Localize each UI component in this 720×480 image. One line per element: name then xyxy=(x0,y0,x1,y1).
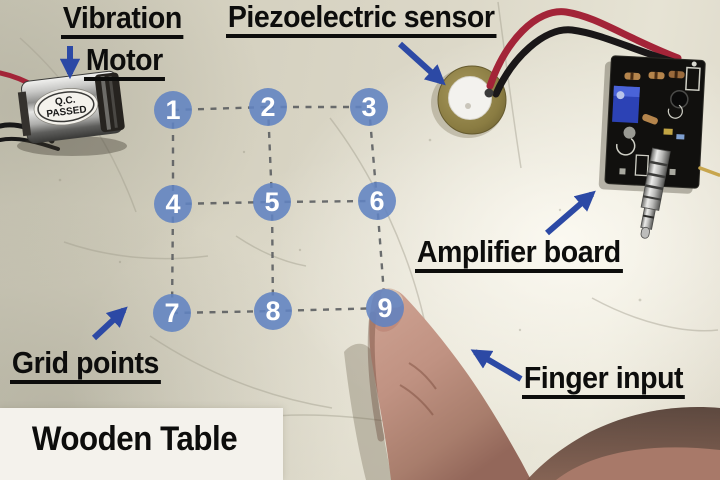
label-vibration: Vibration xyxy=(61,2,184,39)
qc-sticker-line2: PASSED xyxy=(46,104,87,120)
grid-point-9: 9 xyxy=(366,289,404,327)
qc-sticker xyxy=(33,88,99,126)
label-finger-input: Finger input xyxy=(522,362,685,399)
amplifier-board xyxy=(598,55,720,239)
vibration-motor: Q.C. PASSED xyxy=(17,70,127,156)
grid-point-6: 6 xyxy=(358,182,396,220)
wooden-table-box: Wooden Table xyxy=(0,408,283,480)
finger-arrow xyxy=(470,349,523,382)
board-pin xyxy=(698,166,720,177)
annotation-arrows xyxy=(59,41,596,382)
sensor-wires xyxy=(484,8,682,98)
label-grid-points: Grid points xyxy=(10,347,161,384)
grid-arrow xyxy=(91,306,128,341)
hand xyxy=(527,407,720,480)
label-amplifier-board: Amplifier board xyxy=(415,236,623,273)
label-piezoelectric-sensor: Piezoelectric sensor xyxy=(226,1,497,38)
label-motor: Motor xyxy=(84,44,165,81)
grid-point-4: 4 xyxy=(154,185,192,223)
amplifier-arrow xyxy=(545,190,596,236)
qc-sticker-line1: Q.C. xyxy=(54,95,76,108)
grid-point-7: 7 xyxy=(153,294,191,332)
wood-speckles xyxy=(58,138,642,424)
label-wooden-table: Wooden Table xyxy=(31,420,238,458)
grid-point-3: 3 xyxy=(350,88,388,126)
audio-jack xyxy=(640,147,671,239)
piezo-arrow xyxy=(397,41,446,86)
grid-point-8: 8 xyxy=(254,292,292,330)
grid-point-5: 5 xyxy=(253,183,291,221)
grid-point-2: 2 xyxy=(249,88,287,126)
grid-point-1: 1 xyxy=(154,91,192,129)
